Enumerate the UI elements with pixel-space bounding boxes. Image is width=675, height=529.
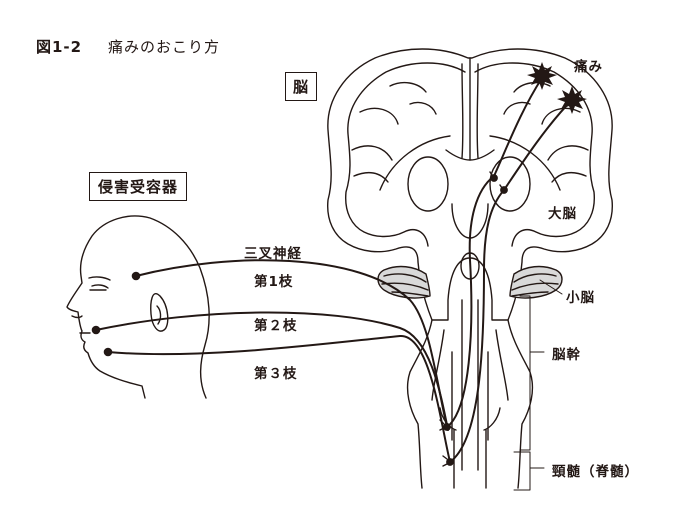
cerebellum-label: 小脳 <box>566 286 595 306</box>
brain-label-box: 脳 <box>285 72 317 101</box>
nostril <box>72 316 82 318</box>
ventricle-left <box>408 157 448 211</box>
cervical-cord-label: 頸髄（脊髄） <box>552 460 639 480</box>
receptor-dot-2 <box>92 326 99 333</box>
head-profile <box>67 216 209 398</box>
receptor-dot-1 <box>132 272 139 279</box>
midline <box>462 58 478 160</box>
pain-burst-icon <box>527 62 557 90</box>
synapse-dot <box>447 459 453 465</box>
brainstem-inner <box>432 300 508 470</box>
ascending-pathway-1 <box>447 78 542 427</box>
medulla <box>440 408 500 488</box>
head-outline <box>67 216 209 398</box>
nerve-branch-3 <box>108 336 450 462</box>
branch-2-label: 第２枝 <box>254 314 298 334</box>
bracket-cervical <box>514 452 530 490</box>
cerebrum-label: 大脳 <box>548 202 577 222</box>
brainstem <box>408 300 533 488</box>
synapse-dot <box>444 424 450 430</box>
brainstem-label: 脳幹 <box>552 343 581 363</box>
receptor-label-box: 侵害受容器 <box>89 172 187 201</box>
trigeminal-label: 三叉神経 <box>244 242 302 262</box>
synapse-dot <box>491 175 497 181</box>
pain-label: 痛み <box>574 55 603 75</box>
nerve-pathways <box>96 78 572 462</box>
eyebrow <box>89 277 110 280</box>
branch-3-label: 第３枝 <box>254 362 298 382</box>
ear <box>151 294 168 331</box>
receptor-dot-3 <box>104 348 111 355</box>
eye <box>90 285 108 290</box>
branch-1-label: 第1枝 <box>254 270 293 290</box>
